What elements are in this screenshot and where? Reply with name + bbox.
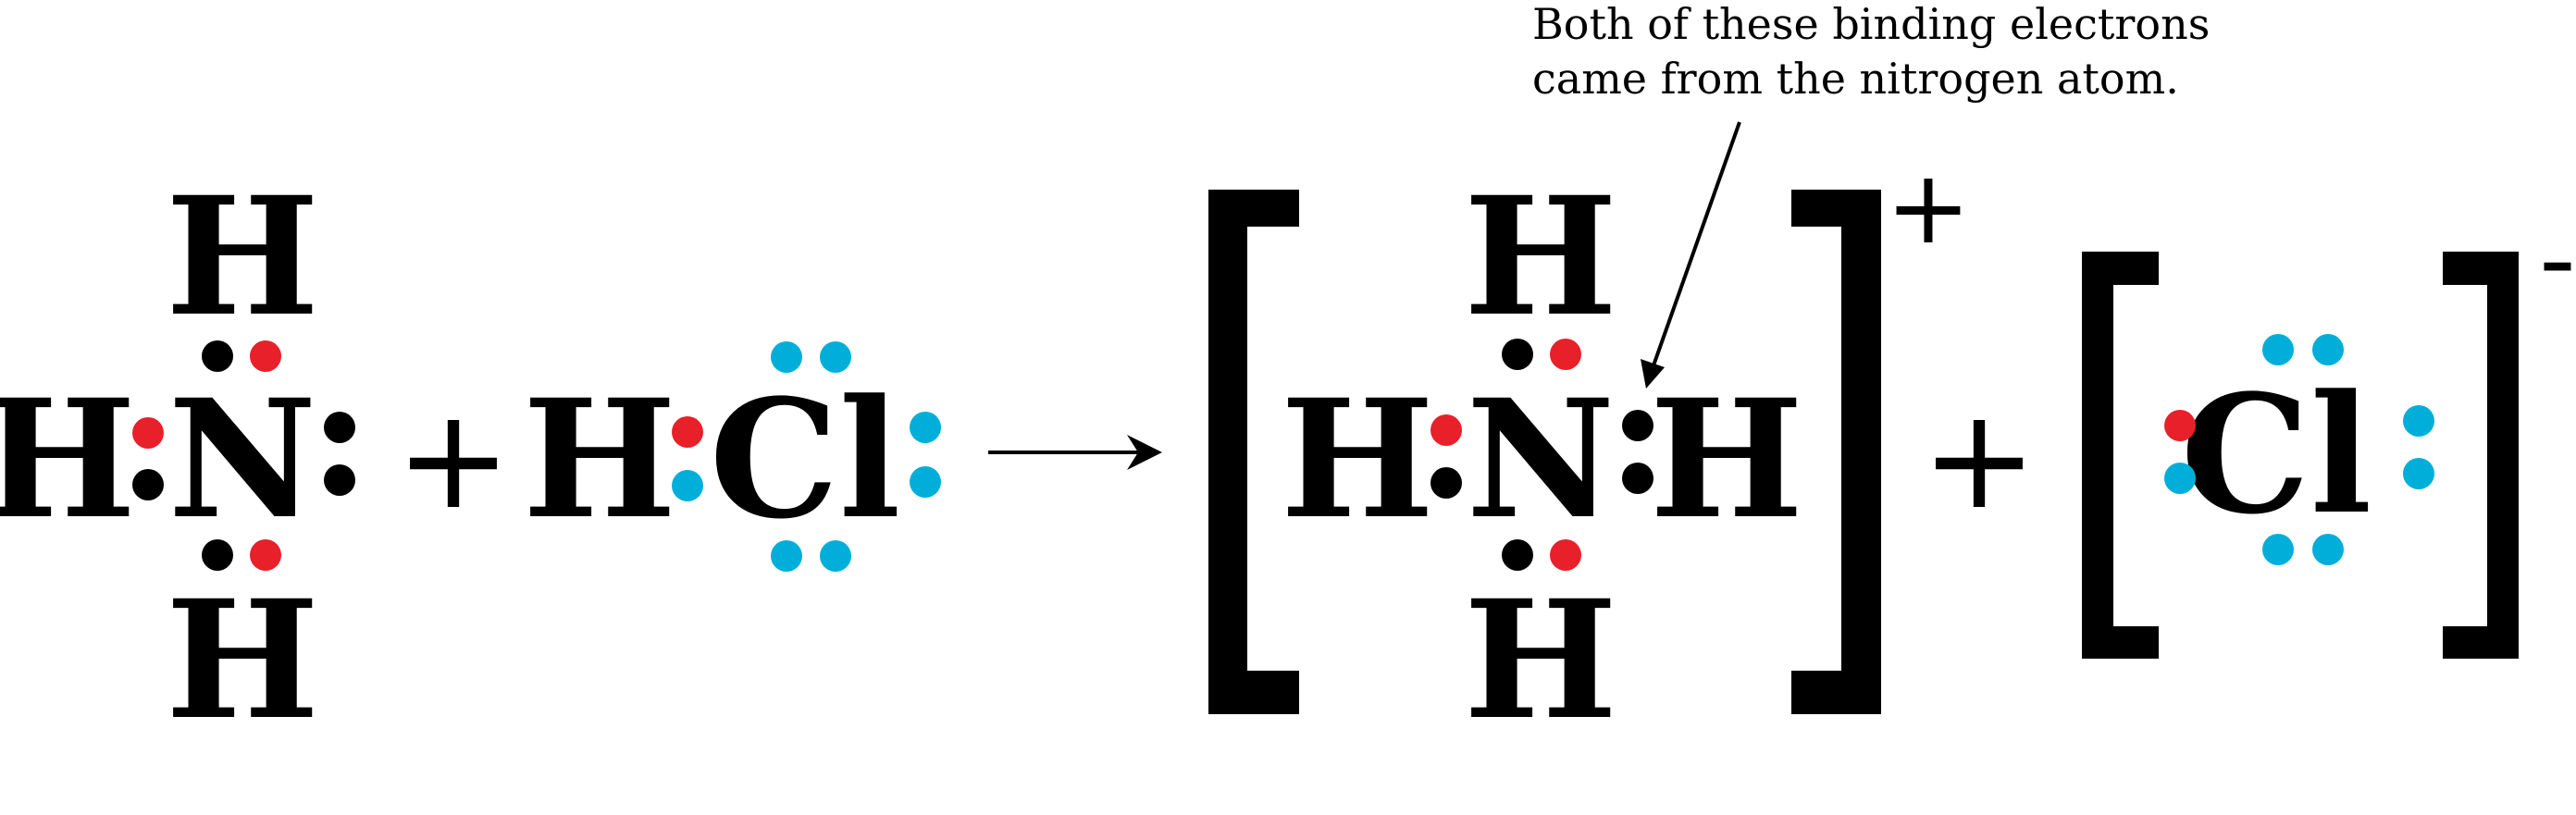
chlorine-electron-dot: [2403, 458, 2434, 489]
hydrogen-electron-dot: [672, 416, 703, 448]
ammonium-left-bracket: [1208, 190, 1299, 714]
ammonium-electrons: [1430, 339, 1653, 571]
ammonium-h-top: H: [1464, 161, 1617, 352]
nitrogen-electron-dot: [324, 464, 355, 496]
nitrogen-electron-dot: [1622, 463, 1653, 494]
chloride-cl: Cl: [2181, 359, 2372, 550]
ammonia-h-left: H: [0, 364, 136, 555]
chlorine-electron-dot: [771, 341, 802, 373]
chlorine-electron-dot: [910, 412, 941, 443]
nitrogen-electron-dot: [1502, 539, 1533, 571]
chlorine-electron-dot: [771, 540, 802, 572]
chloride-electrons: [2164, 334, 2434, 565]
plus-sign-products: +: [1921, 379, 2037, 540]
chlorine-electron-dot: [910, 466, 941, 498]
chloride-left-bracket: [2082, 252, 2159, 659]
ammonia-h-bottom: H: [166, 564, 319, 756]
chlorine-electron-dot: [672, 470, 703, 501]
ammonia-n: N: [168, 364, 317, 555]
nitrogen-electron-dot: [132, 469, 164, 500]
hydrogen-electron-dot: [1550, 539, 1581, 571]
ammonia-molecule: H H N H: [0, 161, 355, 756]
reaction-arrow: [988, 435, 1162, 470]
ammonium-ion: + H H N H H: [1208, 148, 1971, 756]
nitrogen-electron-dot: [1430, 467, 1462, 499]
chloride-right-bracket: [2443, 252, 2519, 659]
chlorine-electron-dot: [2262, 334, 2294, 365]
hydrogen-electron-dot: [132, 417, 164, 449]
hcl-electrons: [672, 341, 941, 572]
ammonia-electrons: [132, 340, 355, 571]
ammonia-h-top: H: [166, 161, 319, 352]
nitrogen-electron-dot: [1502, 339, 1533, 370]
hydrogen-electron-dot: [2164, 410, 2196, 441]
chlorine-electron-dot: [820, 341, 851, 373]
hcl-molecule: H Cl: [523, 341, 941, 572]
hydrogen-electron-dot: [1430, 414, 1462, 446]
nitrogen-electron-dot: [202, 340, 233, 372]
ammonium-h-right: H: [1650, 364, 1803, 555]
chlorine-electron-dot: [2262, 534, 2294, 565]
chloride-ion: - Cl: [2082, 200, 2576, 659]
chlorine-electron-dot: [2164, 463, 2196, 494]
annotation-arrow: [1641, 121, 1741, 389]
ammonium-n: N: [1467, 364, 1616, 555]
hydrogen-electron-dot: [250, 340, 281, 372]
annotation-line-2: came from the nitrogen atom.: [1532, 54, 2179, 104]
hydrogen-electron-dot: [1550, 339, 1581, 370]
nitrogen-electron-dot: [1622, 410, 1653, 441]
annotation-line-1: Both of these binding electrons: [1532, 0, 2210, 49]
hcl-h: H: [523, 364, 676, 555]
ammonium-h-left: H: [1281, 364, 1434, 555]
ammonium-right-bracket: [1791, 190, 1881, 714]
chloride-charge: -: [2539, 200, 2576, 318]
chlorine-electron-dot: [2312, 334, 2344, 365]
ammonium-charge: +: [1886, 148, 1971, 266]
chlorine-electron-dot: [2403, 405, 2434, 437]
nitrogen-electron-dot: [324, 412, 355, 443]
chlorine-electron-dot: [2312, 534, 2344, 565]
plus-sign-reactants: +: [395, 379, 512, 540]
ammonium-h-bottom: H: [1464, 564, 1617, 756]
hcl-cl: Cl: [710, 364, 901, 555]
nitrogen-electron-dot: [202, 539, 233, 571]
chlorine-electron-dot: [820, 540, 851, 572]
hydrogen-electron-dot: [250, 539, 281, 571]
